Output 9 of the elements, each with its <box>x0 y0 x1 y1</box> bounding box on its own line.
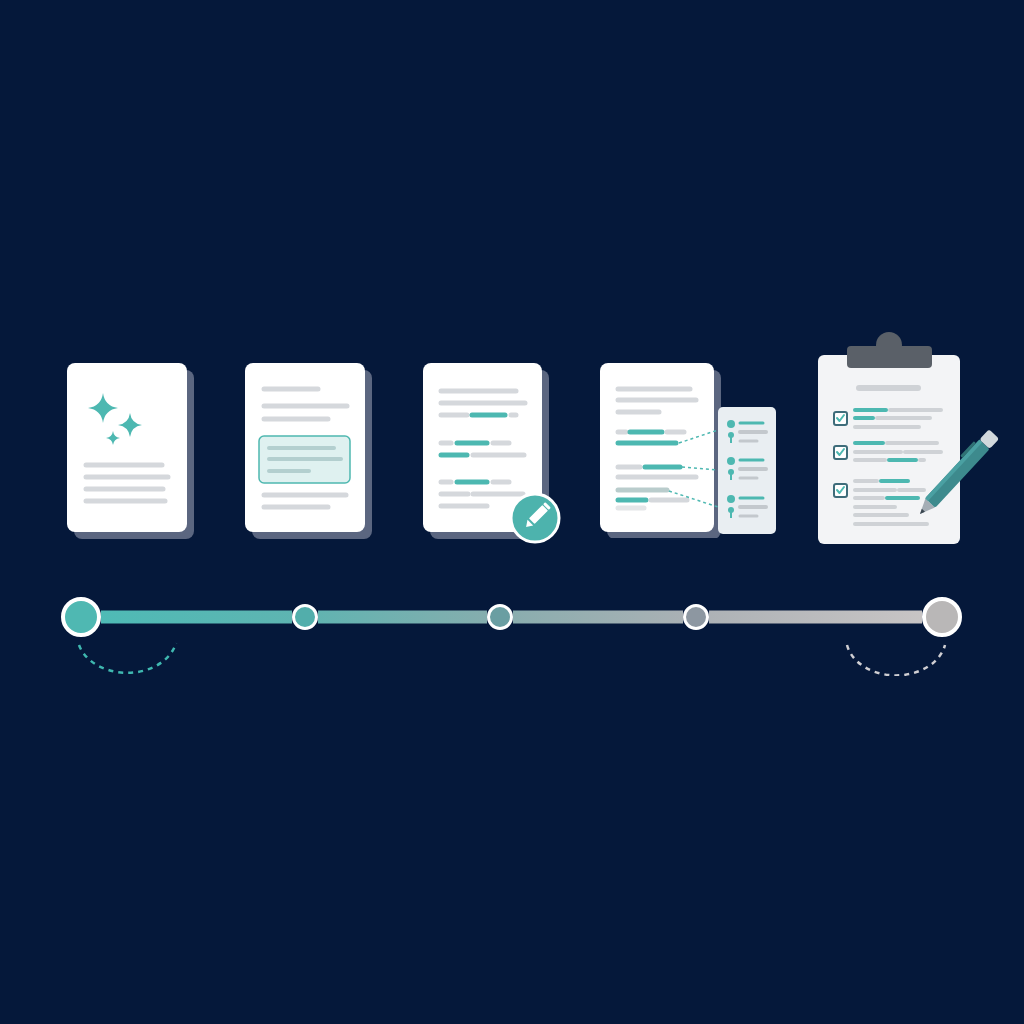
timeline-milestone <box>61 597 101 637</box>
timeline-segment <box>101 610 292 624</box>
timeline-milestone <box>922 597 962 637</box>
timeline-segment <box>709 610 922 624</box>
timeline-segment <box>513 610 683 624</box>
timeline-segment <box>318 610 487 624</box>
timeline-milestone <box>683 604 709 630</box>
timeline-milestone <box>487 604 513 630</box>
timeline-milestone <box>292 604 318 630</box>
